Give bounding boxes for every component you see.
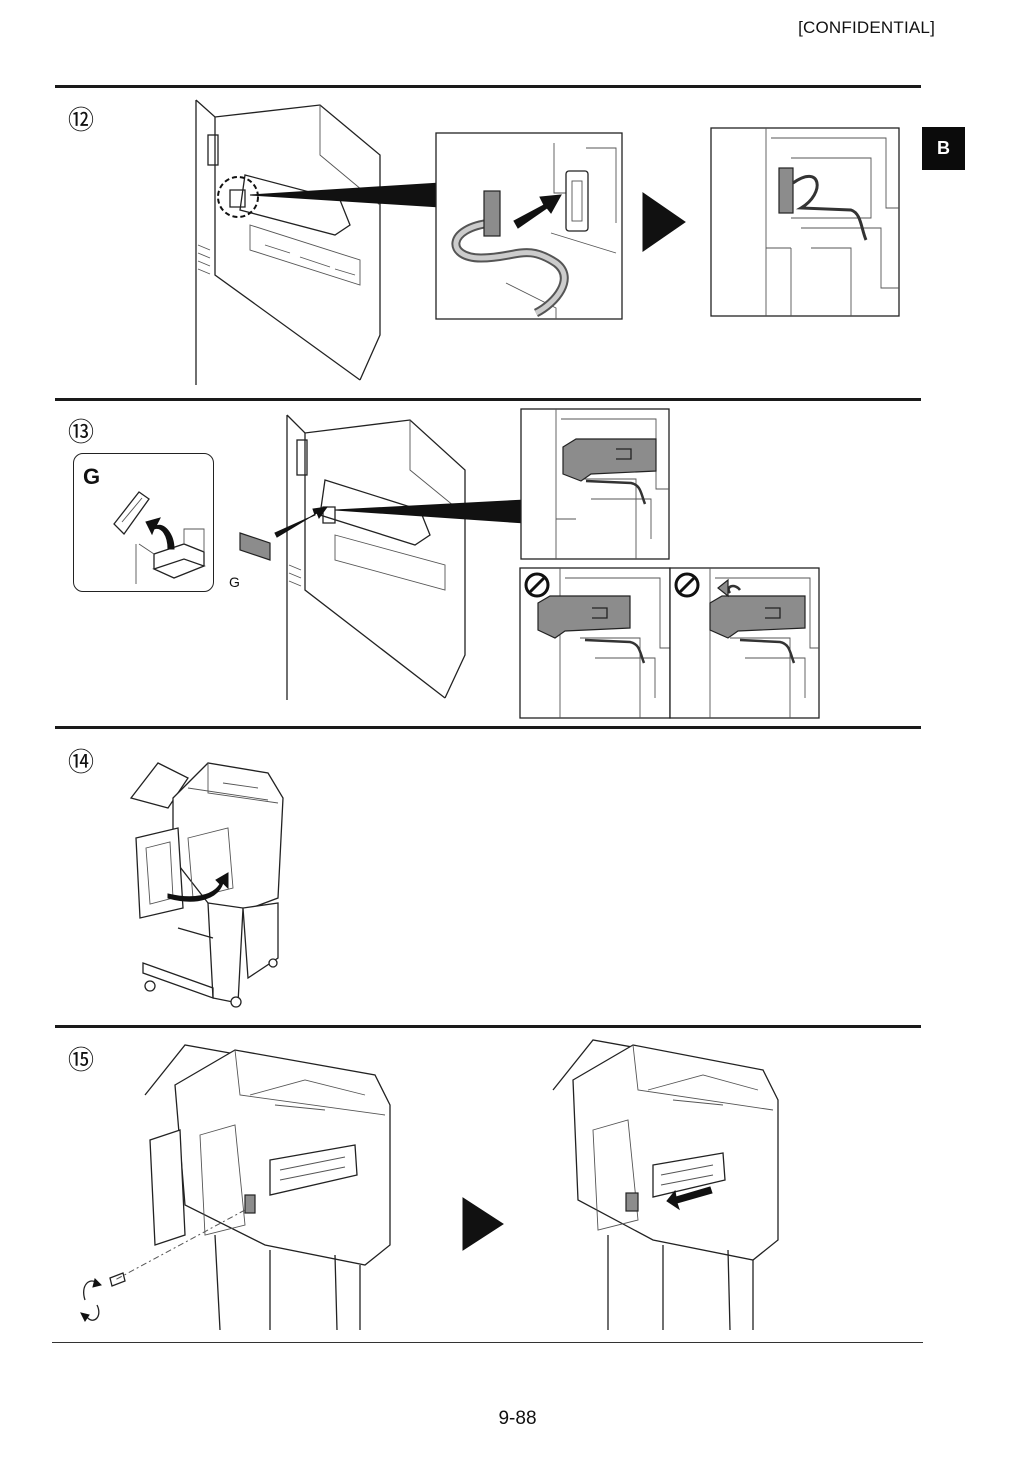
finisher-pull-unit-illustration: [552, 1039, 779, 1331]
step-number: ⑬: [68, 418, 95, 448]
step-13-machine-illustration: [239, 414, 526, 700]
incorrect-position-2-illustration: [669, 567, 820, 719]
part-g-label: G: [83, 464, 101, 489]
connector-detail-illustration: [435, 132, 623, 320]
finisher-screw-removal-illustration: [80, 1044, 391, 1331]
incorrect-position-1-illustration: [519, 567, 671, 719]
arrow-right-icon: [642, 192, 686, 252]
step-number: ⑭: [68, 748, 95, 778]
footer-divider: [52, 1342, 923, 1343]
part-g-box: G: [73, 453, 214, 592]
step-number: ⑮: [68, 1046, 95, 1076]
part-unboxing-illustration: [113, 491, 206, 584]
section-tab: B: [922, 127, 965, 170]
step-divider: [55, 1025, 921, 1028]
confidential-label: [CONFIDENTIAL]: [798, 18, 935, 37]
step-12-machine-illustration: [195, 99, 441, 385]
connector-result-illustration: [710, 127, 900, 317]
page-number: 9-88: [498, 1408, 537, 1429]
finisher-open-door-illustration: [129, 762, 284, 1008]
part-g-callout: G: [229, 574, 240, 590]
arrow-right-icon: [462, 1197, 504, 1251]
correct-position-illustration: [520, 408, 670, 560]
step-divider: [55, 85, 921, 88]
step-divider: [55, 726, 921, 729]
step-divider: [55, 398, 921, 401]
step-number: ⑫: [68, 106, 95, 136]
